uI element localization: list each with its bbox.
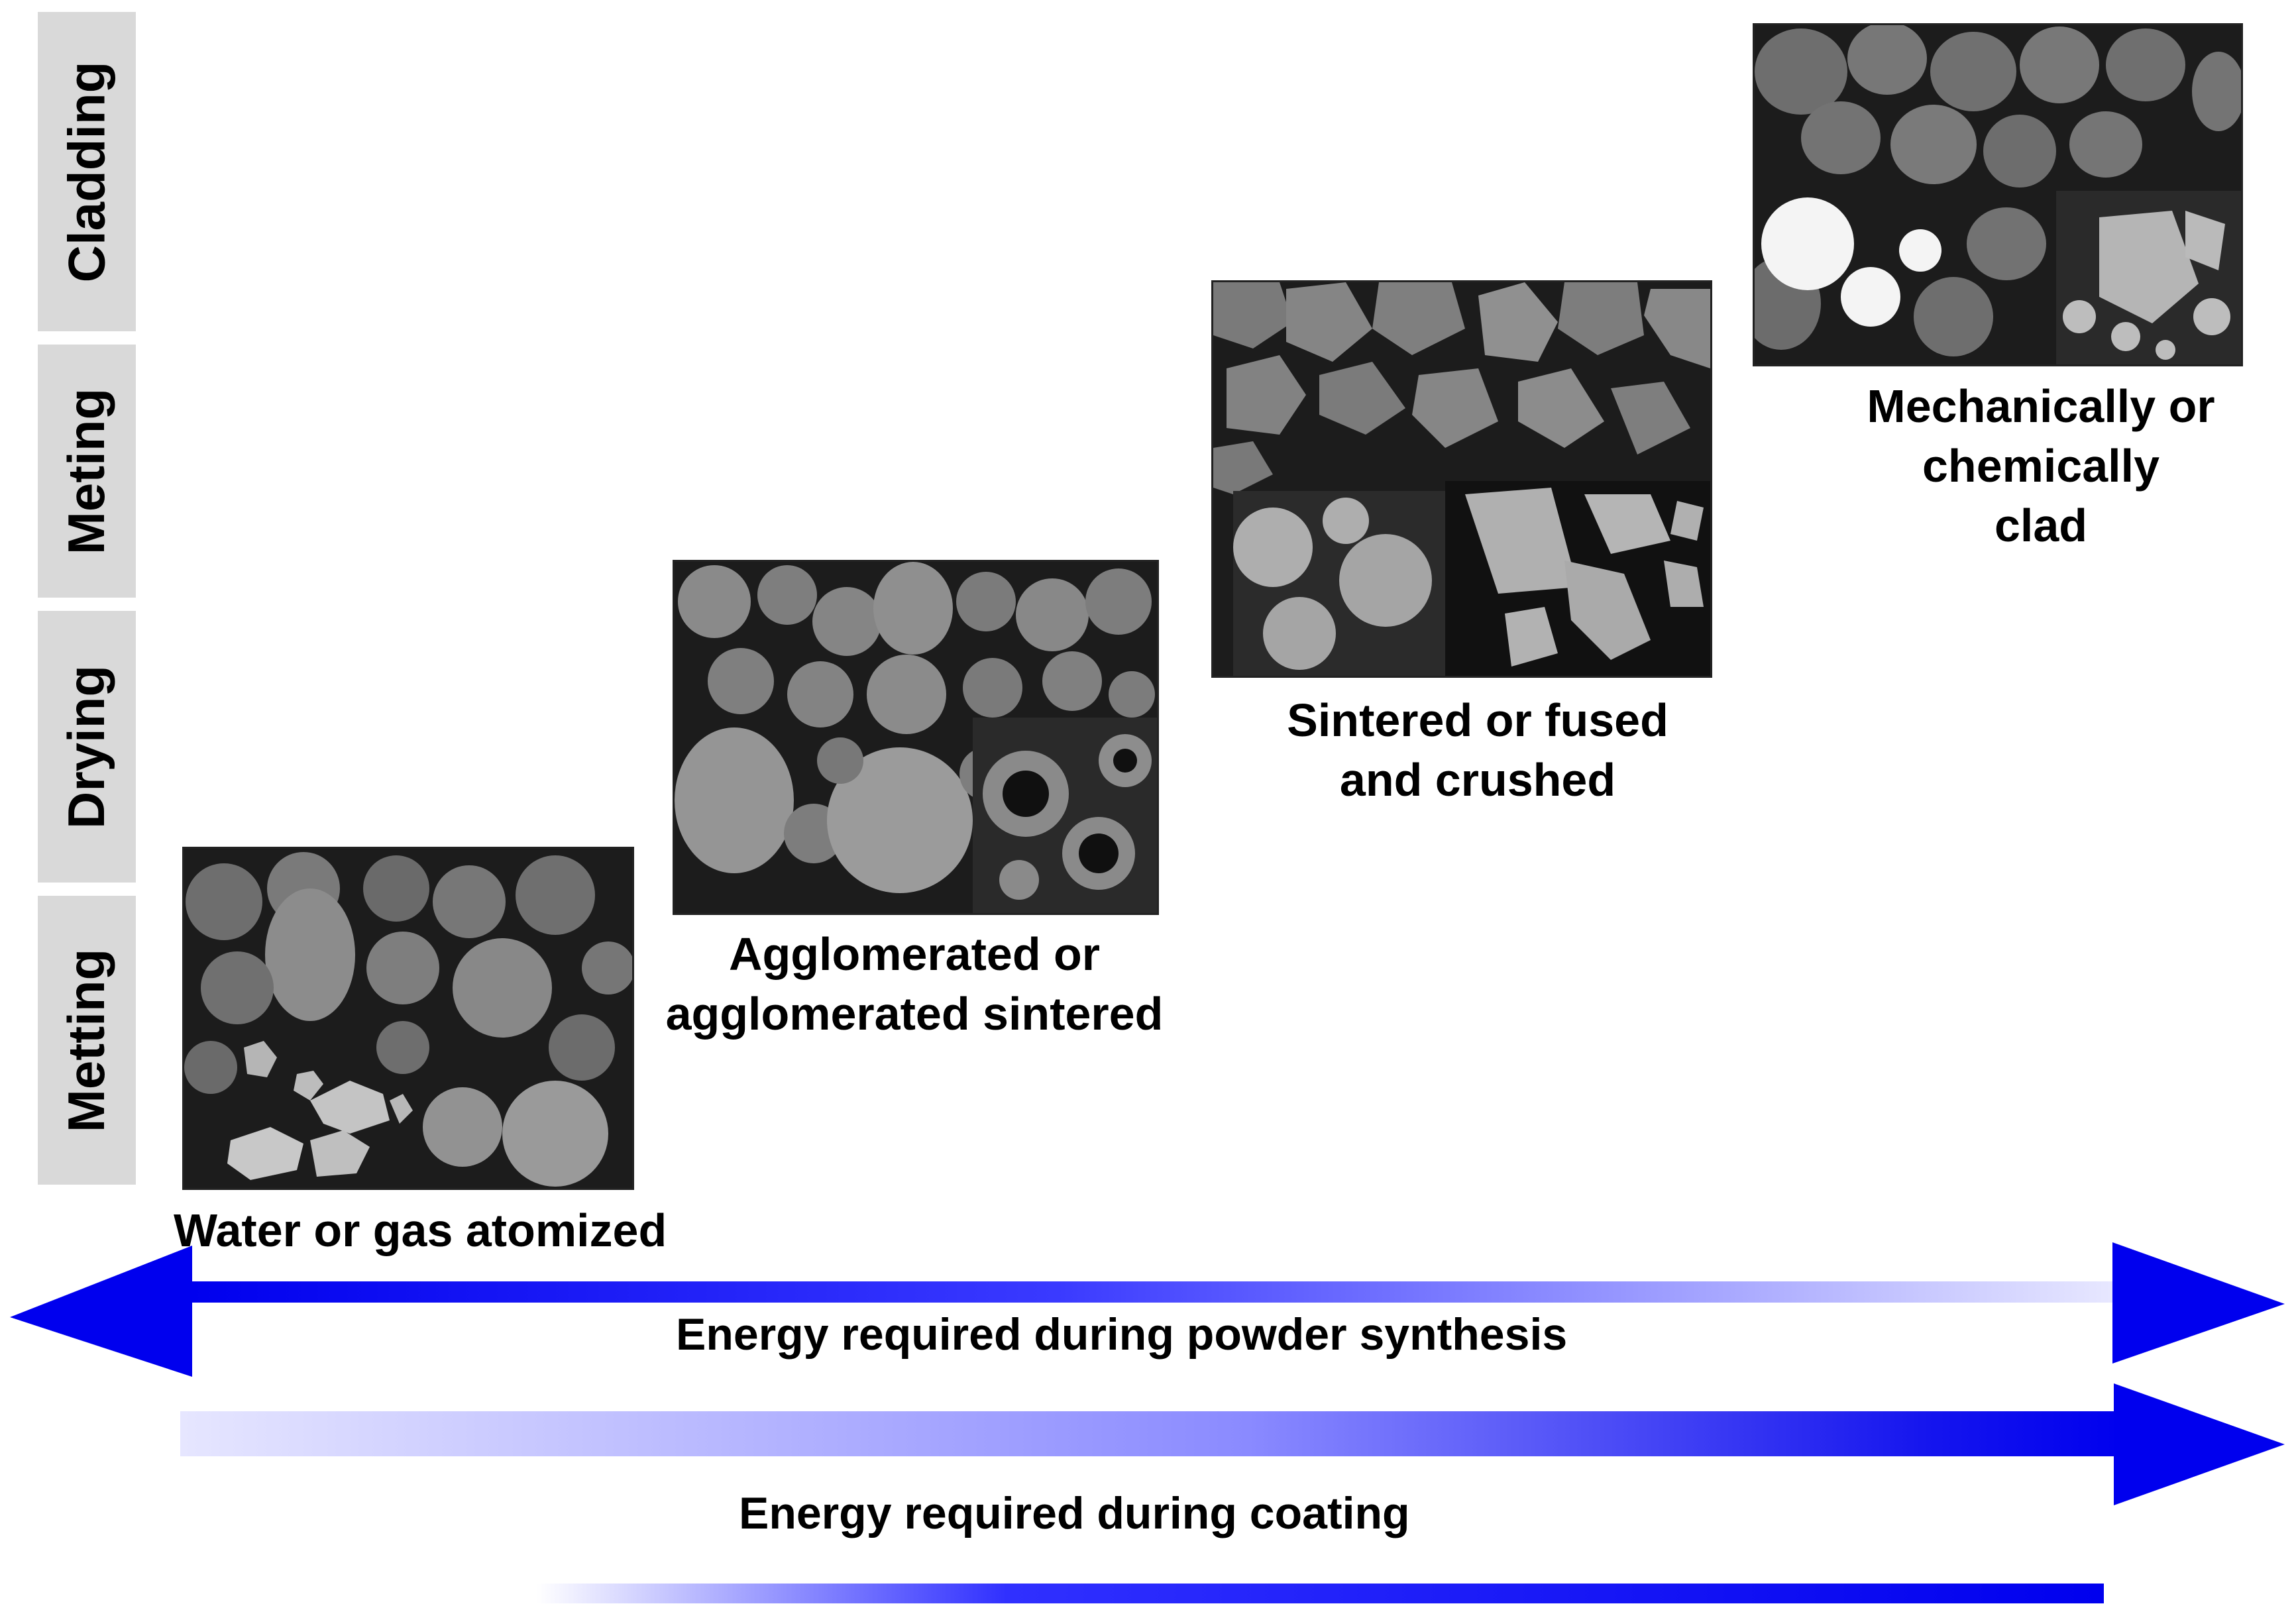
step-label-meting: Meting — [38, 345, 136, 598]
micrograph-clad — [1753, 23, 2243, 366]
caption-sintered-crushed: Sintered or fused and crushed — [1186, 690, 1769, 810]
caption-atomized: Water or gas atomized — [174, 1201, 690, 1260]
micrograph-agglomerated-image — [675, 562, 1157, 913]
energy-label-synthesis: Energy required during powder synthesis — [676, 1309, 1568, 1360]
caption-agglomerated: Agglomerated or agglomerated sintered — [623, 924, 1206, 1044]
micrograph-clad-image — [1755, 25, 2241, 364]
bottom-gradient-bar — [537, 1584, 2104, 1603]
caption-clad: Mechanically or chemically clad — [1749, 376, 2296, 555]
caption-sintered-crushed-line-1: Sintered or fused — [1287, 694, 1668, 746]
caption-clad-line-3: clad — [1994, 500, 2088, 551]
micrograph-atomized — [182, 847, 634, 1190]
energy-label-coating: Energy required during coating — [739, 1488, 1410, 1538]
synthesis-arrow-right-head — [2112, 1242, 2285, 1364]
coating-arrow-bar — [180, 1411, 2122, 1456]
micrograph-sintered-crushed — [1211, 280, 1712, 678]
synthesis-arrow-left-head — [10, 1246, 192, 1377]
coating-arrow-head — [2114, 1383, 2285, 1505]
caption-clad-line-1: Mechanically or — [1867, 380, 2215, 432]
caption-agglomerated-line-2: agglomerated sintered — [665, 988, 1164, 1040]
step-label-cladding: Cladding — [38, 12, 136, 331]
micrograph-sintered-crushed-image — [1213, 282, 1710, 676]
caption-atomized-line-1: Water or gas atomized — [174, 1205, 667, 1256]
caption-clad-line-2: chemically — [1922, 440, 2159, 492]
step-label-drying: Drying — [38, 611, 136, 883]
micrograph-atomized-image — [184, 849, 632, 1188]
caption-sintered-crushed-line-2: and crushed — [1339, 754, 1616, 806]
micrograph-agglomerated — [673, 560, 1159, 915]
synthesis-arrow-bar — [189, 1281, 2117, 1303]
step-label-metting: Metting — [38, 896, 136, 1185]
caption-agglomerated-line-1: Agglomerated or — [728, 928, 1101, 980]
